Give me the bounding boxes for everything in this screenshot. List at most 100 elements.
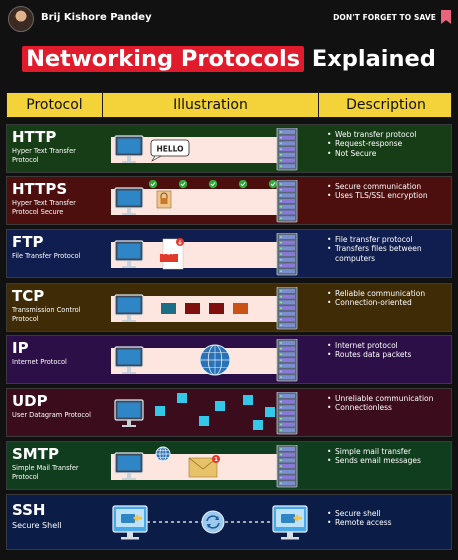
server-rack-icon (276, 287, 298, 330)
description-bullet: Web transfer protocol (327, 130, 449, 140)
protocol-illustration: PDF (111, 233, 298, 276)
protocol-illustration (111, 287, 298, 330)
protocol-description: Simple mail transferSends email messages (319, 442, 453, 489)
protocol-description: Unreliable communicationConnectionless (319, 389, 453, 436)
monitor-icon (112, 505, 148, 540)
protocol-full-name: Hyper Text Transfer Protocol (12, 147, 76, 164)
header-description: Description (346, 97, 426, 113)
description-bullet: Remote access (327, 518, 449, 528)
description-bullet: Uses TLS/SSL encryption (327, 191, 449, 201)
table-header: Protocol Illustration Description (6, 92, 452, 118)
avatar (8, 6, 34, 32)
title-highlight: Networking Protocols (22, 46, 305, 72)
author-name: Brij Kishore Pandey (41, 12, 152, 23)
speech-text: HELLO (156, 145, 183, 154)
server-rack-icon (276, 445, 298, 488)
shield-check-icon (268, 180, 278, 189)
protocol-description: Reliable communicationConnection-oriente… (319, 284, 453, 331)
protocol-name: FTP (12, 233, 44, 251)
server-rack-icon (276, 180, 298, 223)
data-packet (209, 303, 224, 314)
monitor-icon (114, 135, 144, 163)
protocol-description: Secure communicationUses TLS/SSL encrypt… (319, 177, 453, 224)
data-packet (177, 393, 187, 403)
protocol-illustration (112, 505, 308, 540)
description-bullet: Not Secure (327, 149, 449, 159)
monitor-icon (114, 294, 144, 322)
notification-badge: 1 (214, 457, 218, 463)
save-reminder: DON'T FORGET TO SAVE (333, 13, 436, 22)
data-packet (253, 420, 263, 430)
protocol-description: Internet protocolRoutes data packets (319, 336, 453, 383)
protocol-description: Secure shellRemote access (319, 495, 453, 549)
description-bullet: File transfer protocol (327, 235, 449, 245)
protocol-name: IP (12, 339, 29, 357)
shield-check-icon (148, 180, 158, 189)
top-bar: Brij Kishore Pandey DON'T FORGET TO SAVE (0, 0, 458, 38)
data-packet (161, 303, 176, 314)
pdf-file-icon (160, 238, 184, 270)
protocol-full-name: File Transfer Protocol (12, 252, 81, 260)
title-rest: Explained (311, 46, 436, 72)
data-packet (155, 406, 165, 416)
description-bullet: Secure communication (327, 182, 449, 192)
monitor-icon (114, 399, 144, 427)
description-bullet: Connection-oriented (327, 298, 449, 308)
protocol-name: UDP (12, 392, 48, 410)
header-illustration: Illustration (103, 93, 319, 117)
protocol-full-name: Simple Mail Transfer Protocol (12, 464, 79, 481)
server-rack-icon (276, 392, 298, 435)
shield-check-icon (238, 180, 248, 189)
data-packet (215, 401, 225, 411)
protocol-illustration: HELLO (111, 128, 298, 171)
data-packet (243, 395, 253, 405)
shield-check-icon (208, 180, 218, 189)
pdf-label: PDF (163, 251, 176, 257)
protocol-illustration (111, 180, 298, 223)
description-bullet: Request-response (327, 139, 449, 149)
description-bullet: Sends email messages (327, 456, 449, 466)
header-protocol: Protocol (7, 93, 103, 117)
speech-bubble (150, 139, 190, 162)
monitor-icon (114, 452, 144, 480)
description-bullet: Connectionless (327, 403, 449, 413)
protocol-illustration: 1 (111, 445, 298, 488)
protocol-illustration (114, 392, 298, 435)
page-title: Networking Protocols Explained (0, 42, 458, 78)
protocol-full-name: User Datagram Protocol (12, 411, 91, 419)
protocol-name: HTTPS (12, 180, 68, 198)
description-bullet: Reliable communication (327, 289, 449, 299)
description-bullet: Secure shell (327, 509, 449, 519)
sync-arrows-icon (201, 510, 225, 534)
description-bullet: Transfers files between computers (327, 244, 449, 263)
protocol-name: SMTP (12, 445, 59, 463)
data-packet (233, 303, 248, 314)
monitor-icon (114, 187, 144, 215)
shield-check-icon (178, 180, 188, 189)
server-rack-icon (276, 339, 298, 382)
description-bullet: Simple mail transfer (327, 447, 449, 457)
description-bullet: Routes data packets (327, 350, 449, 360)
protocol-full-name: Transmission Control Protocol (12, 306, 81, 323)
data-packet (185, 303, 200, 314)
globe-icon (199, 344, 231, 376)
data-packet (265, 407, 275, 417)
globe-icon (155, 446, 171, 462)
protocol-row-ssh: SSH Secure Shell Secure shellRemote access (6, 494, 452, 550)
protocol-description: File transfer protocolTransfers files be… (319, 230, 453, 277)
envelope-icon (188, 455, 220, 478)
monitor-icon (272, 505, 308, 540)
description-bullet: Internet protocol (327, 341, 449, 351)
protocol-full-name: Secure Shell (12, 521, 62, 530)
protocol-name: SSH (12, 501, 46, 519)
data-packet (199, 416, 209, 426)
protocol-description: Web transfer protocolRequest-responseNot… (319, 125, 453, 172)
description-bullet: Unreliable communication (327, 394, 449, 404)
bookmark-icon[interactable] (441, 10, 451, 24)
